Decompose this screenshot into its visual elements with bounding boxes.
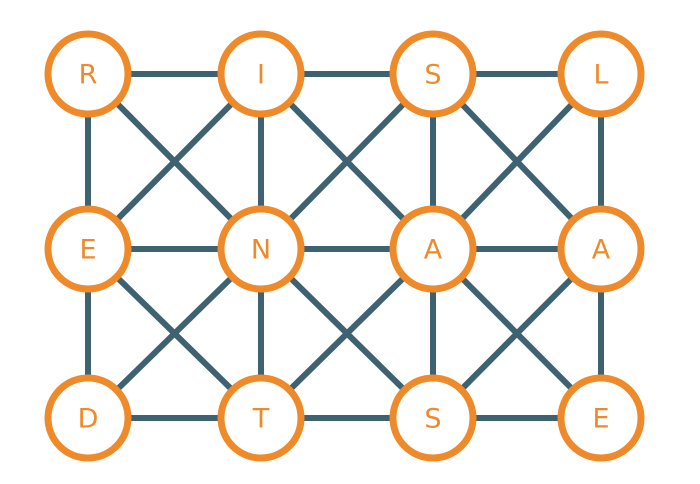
tile-circle <box>44 374 132 462</box>
tile-letter: D <box>78 404 99 435</box>
tile-letter: I <box>257 60 265 91</box>
tile-circle <box>389 374 477 462</box>
tile-letter: T <box>252 404 270 435</box>
letter-tile-r0c1[interactable]: I <box>217 30 305 118</box>
tile-letter: A <box>424 235 443 266</box>
letter-tile-r0c2[interactable]: S <box>389 30 477 118</box>
tile-circle <box>44 30 132 118</box>
tile-circle <box>557 205 645 293</box>
letter-tile-r2c3[interactable]: E <box>557 374 645 462</box>
tile-circle <box>557 30 645 118</box>
letter-tile-r1c2[interactable]: A <box>389 205 477 293</box>
letter-tile-r2c2[interactable]: S <box>389 374 477 462</box>
node-layer: R I S L E N A A D T S E <box>44 30 645 462</box>
tile-circle <box>217 205 305 293</box>
letter-tile-r2c0[interactable]: D <box>44 374 132 462</box>
tile-circle <box>217 374 305 462</box>
tile-letter: E <box>592 404 609 435</box>
letter-tile-r1c1[interactable]: N <box>217 205 305 293</box>
letter-tile-r1c0[interactable]: E <box>44 205 132 293</box>
letter-tile-r1c3[interactable]: A <box>557 205 645 293</box>
tile-letter: S <box>424 60 441 91</box>
tile-letter: E <box>79 235 96 266</box>
tile-letter: N <box>251 235 271 266</box>
tile-circle <box>217 30 305 118</box>
tile-circle <box>557 374 645 462</box>
letter-tile-r0c3[interactable]: L <box>557 30 645 118</box>
tile-letter: A <box>592 235 611 266</box>
tile-circle <box>44 205 132 293</box>
tile-circle <box>389 205 477 293</box>
edge-layer <box>85 71 604 421</box>
tile-letter: R <box>79 60 98 91</box>
letter-tile-r0c0[interactable]: R <box>44 30 132 118</box>
letter-tile-r2c1[interactable]: T <box>217 374 305 462</box>
tile-letter: L <box>593 60 608 91</box>
tile-letter: S <box>424 404 441 435</box>
tile-circle <box>389 30 477 118</box>
